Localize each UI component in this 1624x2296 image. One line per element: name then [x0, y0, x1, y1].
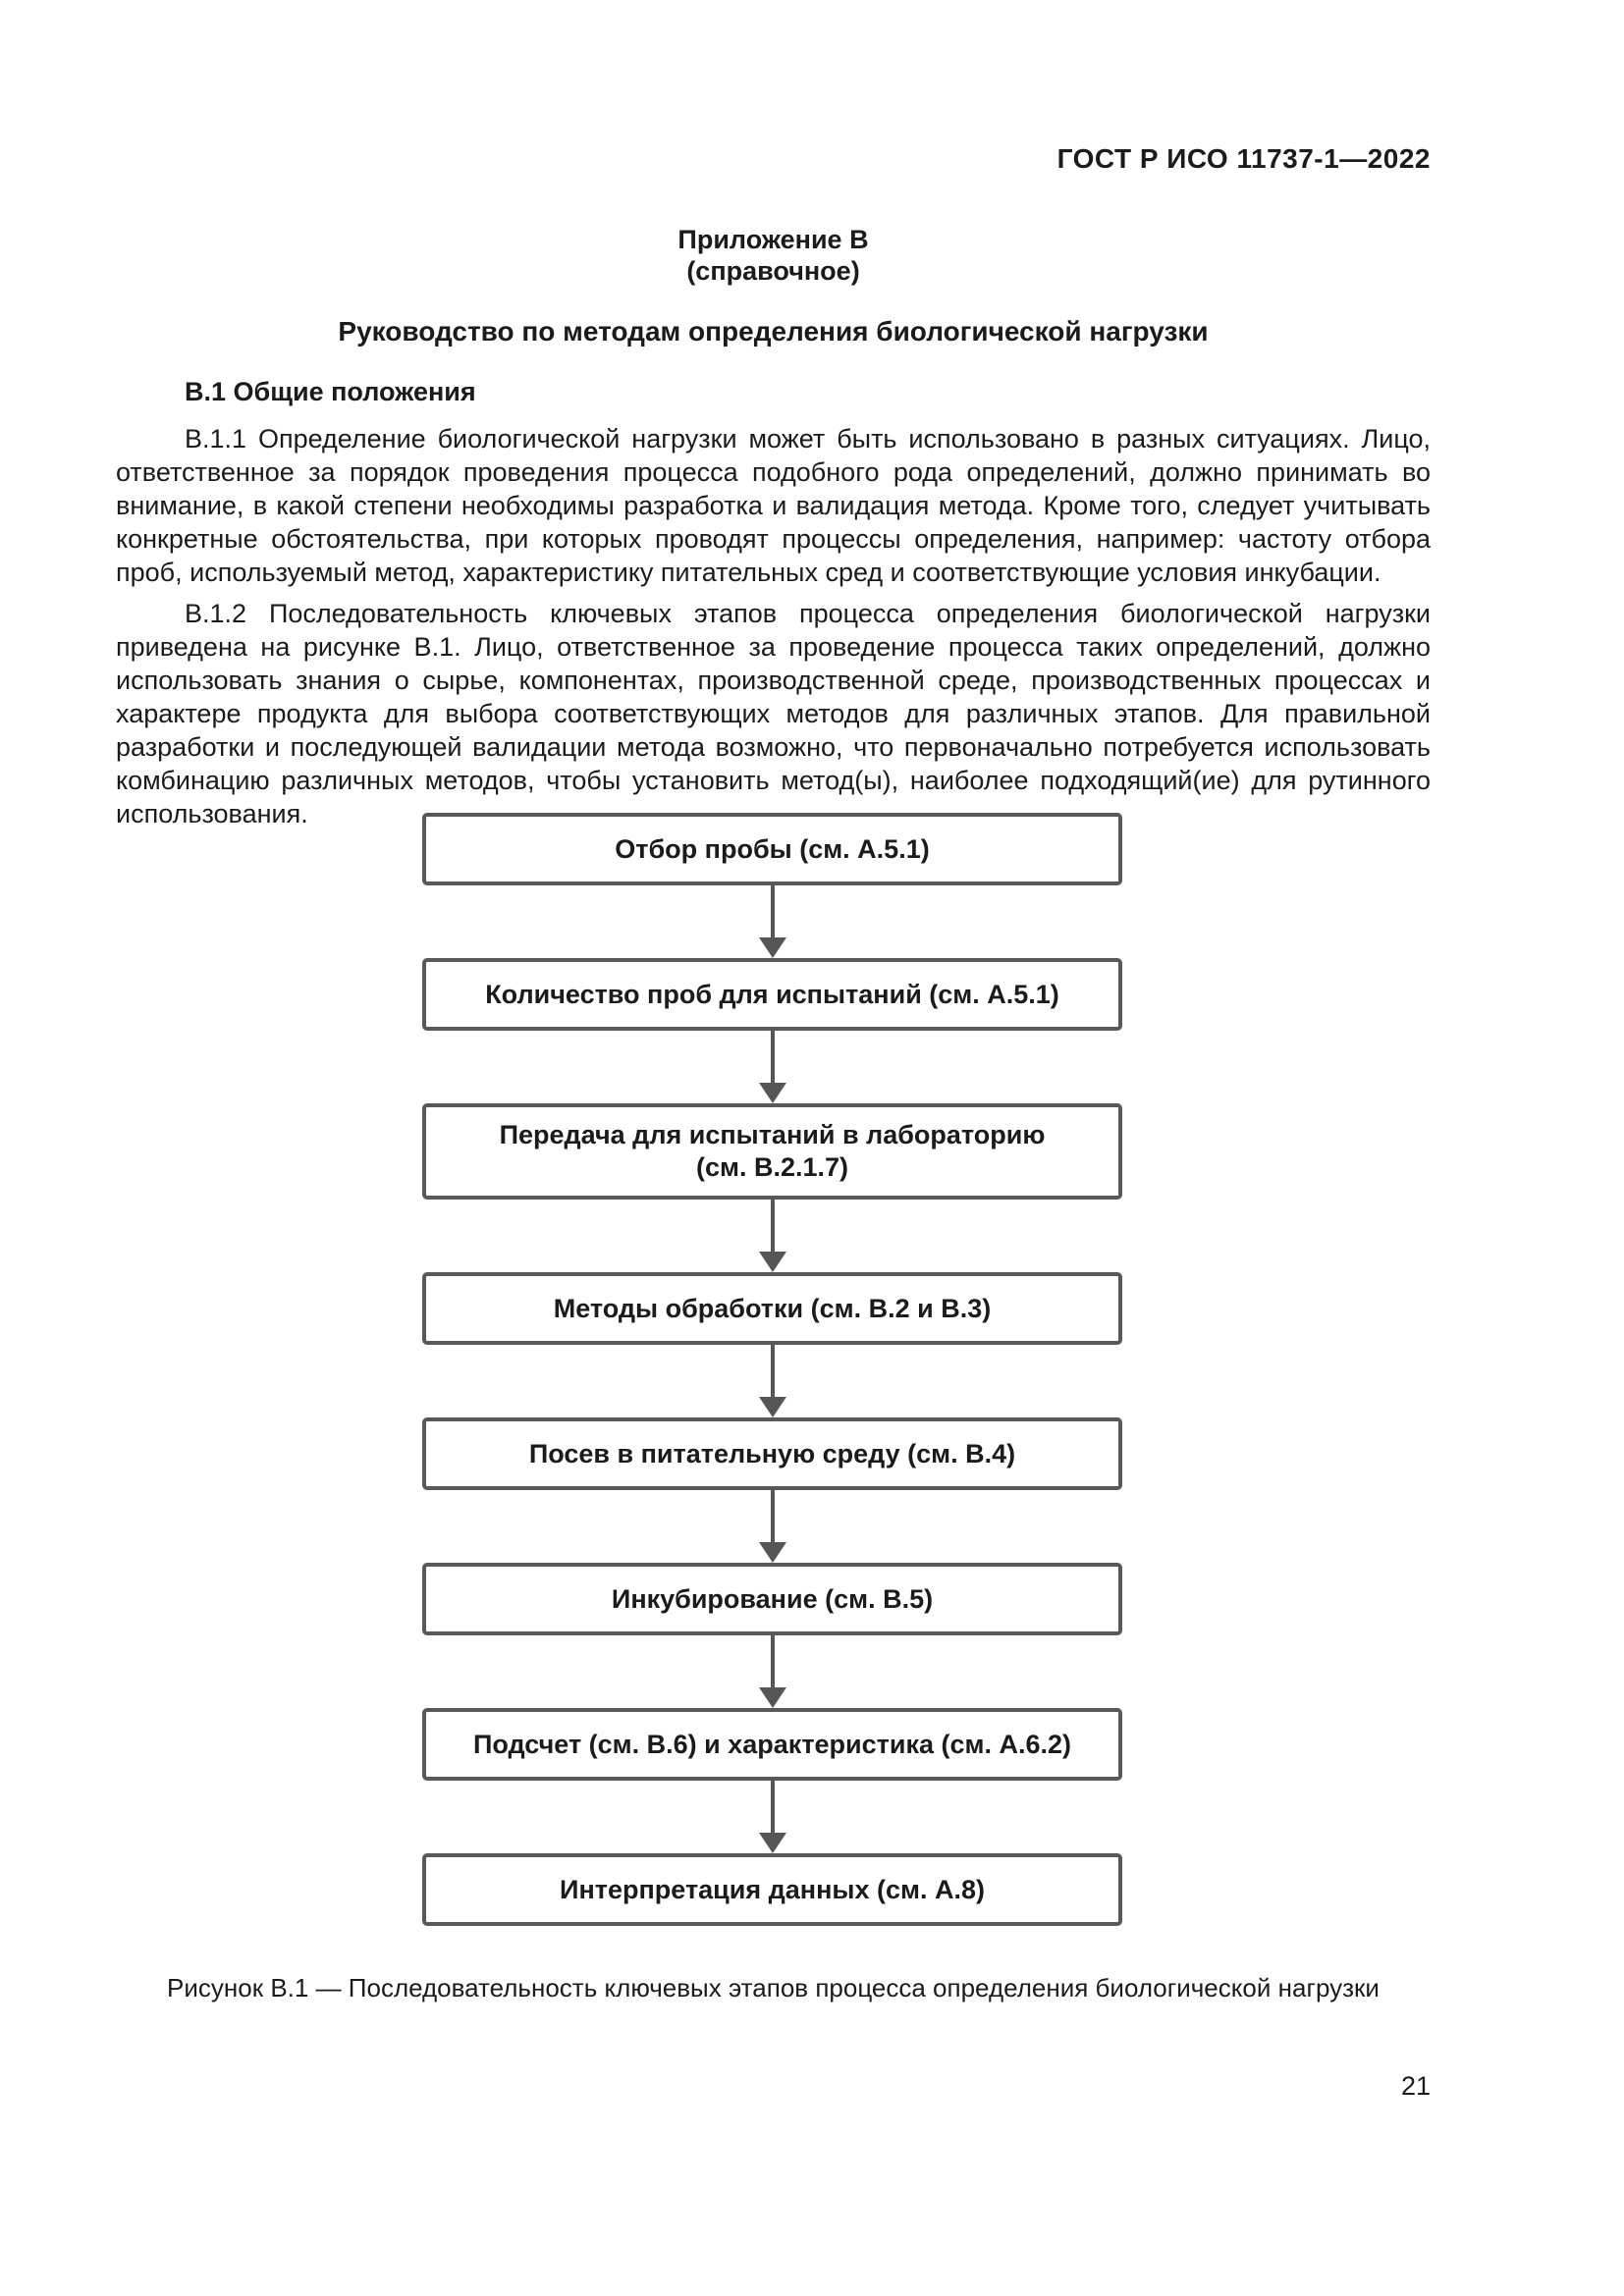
- paragraph-b12: В.1.2 Последовательность ключевых этапов…: [116, 599, 1431, 828]
- annex-title: Руководство по методам определения биоло…: [338, 316, 1209, 347]
- flowchart-step-3: Передача для испытаний в лабораторию (см…: [422, 1103, 1122, 1200]
- arrow-head: [758, 1252, 786, 1272]
- arrow-shaft: [770, 1490, 775, 1542]
- arrow-head: [758, 1397, 786, 1417]
- flowchart-step-1: Отбор пробы (см. А.5.1): [422, 813, 1122, 885]
- flowchart-step-label: Посев в питательную среду (см. В.4): [528, 1438, 1016, 1468]
- flowchart: Отбор пробы (см. А.5.1) Количество проб …: [422, 813, 1122, 1926]
- down-arrow-icon: [758, 1031, 786, 1103]
- flowchart-step-5: Посев в питательную среду (см. В.4): [422, 1417, 1122, 1490]
- flowchart-step-6: Инкубирование (см. В.5): [422, 1563, 1122, 1635]
- arrow-shaft: [770, 885, 775, 937]
- annex-label: Приложение В: [677, 225, 869, 254]
- paragraph-b11: В.1.1 Определение биологической нагрузки…: [116, 424, 1431, 587]
- arrow-head: [758, 1687, 786, 1708]
- arrow-shaft: [770, 1781, 775, 1833]
- arrow-shaft: [770, 1635, 775, 1687]
- section-heading: В.1 Общие положения: [185, 377, 476, 406]
- down-arrow-icon: [758, 1490, 786, 1563]
- down-arrow-icon: [758, 1345, 786, 1417]
- flowchart-step-label: Количество проб для испытаний (см. А.5.1…: [485, 979, 1059, 1009]
- flowchart-step-8: Интерпретация данных (см. А.8): [422, 1853, 1122, 1926]
- arrow-shaft: [770, 1345, 775, 1397]
- arrow-shaft: [770, 1031, 775, 1083]
- down-arrow-icon: [758, 1781, 786, 1853]
- arrow-shaft: [770, 1200, 775, 1252]
- flowchart-step-2: Количество проб для испытаний (см. А.5.1…: [422, 958, 1122, 1031]
- flowchart-step-label: Отбор пробы (см. А.5.1): [615, 833, 930, 864]
- body-text: В.1.1 Определение биологической нагрузки…: [116, 422, 1431, 830]
- down-arrow-icon: [758, 1200, 786, 1272]
- annex-kind: (справочное): [686, 256, 860, 286]
- flowchart-step-label: Методы обработки (см. В.2 и В.3): [553, 1293, 992, 1323]
- flowchart-step-label: Интерпретация данных (см. А.8): [560, 1874, 985, 1904]
- flowchart-step-label: Инкубирование (см. В.5): [611, 1583, 934, 1614]
- flowchart-step-4: Методы обработки (см. В.2 и В.3): [422, 1272, 1122, 1345]
- flowchart-step-label: Подсчет (см. В.6) и характеристика (см. …: [472, 1729, 1072, 1759]
- figure-caption: Рисунок В.1 — Последовательность ключевы…: [167, 1973, 1380, 2002]
- flowchart-step-label: Передача для испытаний в лабораторию (см…: [499, 1120, 1046, 1182]
- flowchart-step-7: Подсчет (см. В.6) и характеристика (см. …: [422, 1708, 1122, 1781]
- arrow-head: [758, 937, 786, 958]
- arrow-head: [758, 1083, 786, 1103]
- down-arrow-icon: [758, 1635, 786, 1708]
- page-number: 21: [1400, 2071, 1431, 2101]
- annex-block: Приложение В (справочное): [116, 224, 1431, 287]
- down-arrow-icon: [758, 885, 786, 958]
- arrow-head: [758, 1542, 786, 1563]
- running-head: ГОСТ Р ИСО 11737-1—2022: [1056, 143, 1431, 174]
- arrow-head: [758, 1833, 786, 1853]
